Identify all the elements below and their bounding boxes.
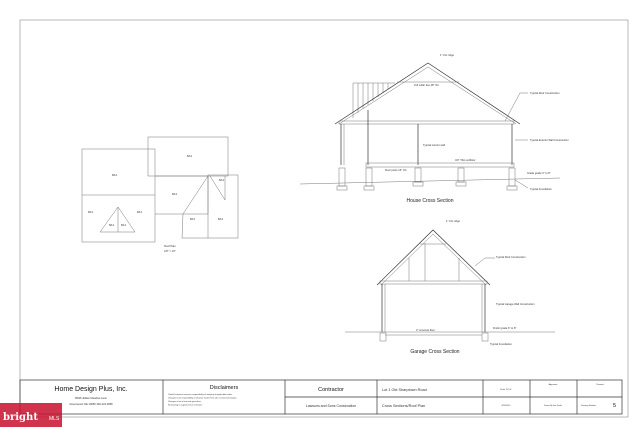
note-foundation: Typical Foundation	[530, 187, 552, 191]
note-ridge: 1" LVL ridge	[440, 53, 454, 57]
house-section-title: House Cross Section	[407, 198, 454, 204]
contractor-name: Lawsons and Sons Construction	[306, 404, 356, 408]
disclaimer-line: No drawing is engineered or reviewed.	[168, 405, 203, 407]
project-name: Lot 1 Old Sharptown Road	[382, 388, 427, 392]
note-floor-joists: Floor joists 16" OC	[385, 168, 407, 172]
pitch-label: 8/12	[112, 173, 118, 177]
bright-mls-watermark: bright MLS	[0, 403, 62, 427]
drawing-number-label: Drawing Number	[581, 405, 596, 407]
note-garage-ridge: 1" LVL ridge	[446, 219, 460, 223]
pitch-label: 8/12	[190, 217, 196, 221]
disclaimer-line: Changes to be in licensed specialists.	[168, 400, 202, 403]
pitch-label: 8/12	[218, 217, 224, 221]
svg-text:bright: bright	[3, 412, 38, 423]
company-name: Home Design Plus, Inc.	[54, 386, 127, 393]
roof-plan-title: Roof Plan	[164, 244, 176, 248]
disclaimer-line: Client/Contractor assumes responsibility…	[168, 393, 233, 396]
svg-text:MLS: MLS	[49, 416, 60, 422]
gable-hatch	[352, 82, 395, 118]
revised-label: Revised	[596, 384, 603, 386]
pitch-label: 8/12	[219, 178, 225, 182]
roof-plan: 8/12 8/12 8/12 8/12 8/12 8/12 8/12 8/12 …	[81, 136, 239, 253]
note-garage-wall: Typical Garage Wall Construction	[496, 302, 535, 306]
note-garage-roof: Typical Roof Construction	[496, 255, 526, 259]
pitch-label: 8/12	[137, 210, 143, 214]
garage-cross-section: 1" LVL ridge Typical Roof Construction T…	[345, 219, 555, 355]
note-garage-foundation: Typical Foundation	[490, 342, 512, 346]
roof-plan-scale: 1/8" = 1'0"	[164, 249, 176, 253]
drawing-number: 5	[613, 403, 616, 409]
pitch-label: 8/12	[172, 192, 178, 196]
note-garage-grade: Finish grade 6" to 8"	[493, 326, 516, 330]
company-city-phone: Greenwood, DE 19950 302-424-3958	[69, 402, 113, 406]
scale: Scale 1/4"=1'	[500, 389, 512, 391]
pitch-label: 8/12	[187, 154, 193, 158]
house-cross-section: 1" LVL ridge 2x6 collar ties 48" OC Typi…	[299, 53, 569, 204]
sheet-title: Cross Sections/Roof Plan	[382, 404, 425, 408]
title-block: Home Design Plus, Inc. 8048 Hidden Meado…	[19, 379, 623, 415]
note-garage-floor: 4" concrete floor	[416, 328, 435, 332]
date: 4/20/2015	[502, 405, 512, 407]
footings	[336, 167, 518, 191]
contractor-label: Contractor	[318, 387, 344, 393]
note-roof-construction: Typical Roof Construction	[530, 91, 560, 95]
note-collar-ties: 2x6 collar ties 48" OC	[414, 83, 439, 87]
garage-section-title: Garage Cross Section	[410, 349, 459, 355]
pitch-label: 8/12	[109, 223, 115, 227]
note-grade: Grade grade 6" to 8"	[527, 171, 551, 175]
drawn-by: Drawn By Jim Getler	[544, 404, 563, 407]
pitch-label: 8/12	[121, 223, 127, 227]
pitch-label: 8/12	[88, 210, 94, 214]
note-subfloor: 3/4" T&G subfloor	[455, 158, 476, 162]
approved-label: Approved	[549, 383, 558, 386]
disclaimers-title: Disclaimers	[210, 385, 239, 391]
company-address: 8048 Hidden Meadow Lane	[75, 396, 107, 400]
note-wall-construction: Typical Exterior Wall Construction	[530, 138, 569, 142]
note-interior-wall: Typical interior wall	[423, 143, 445, 147]
sheet-border	[19, 19, 629, 418]
disclaimer-line: Changes to be responsibility of whoever …	[168, 397, 237, 400]
